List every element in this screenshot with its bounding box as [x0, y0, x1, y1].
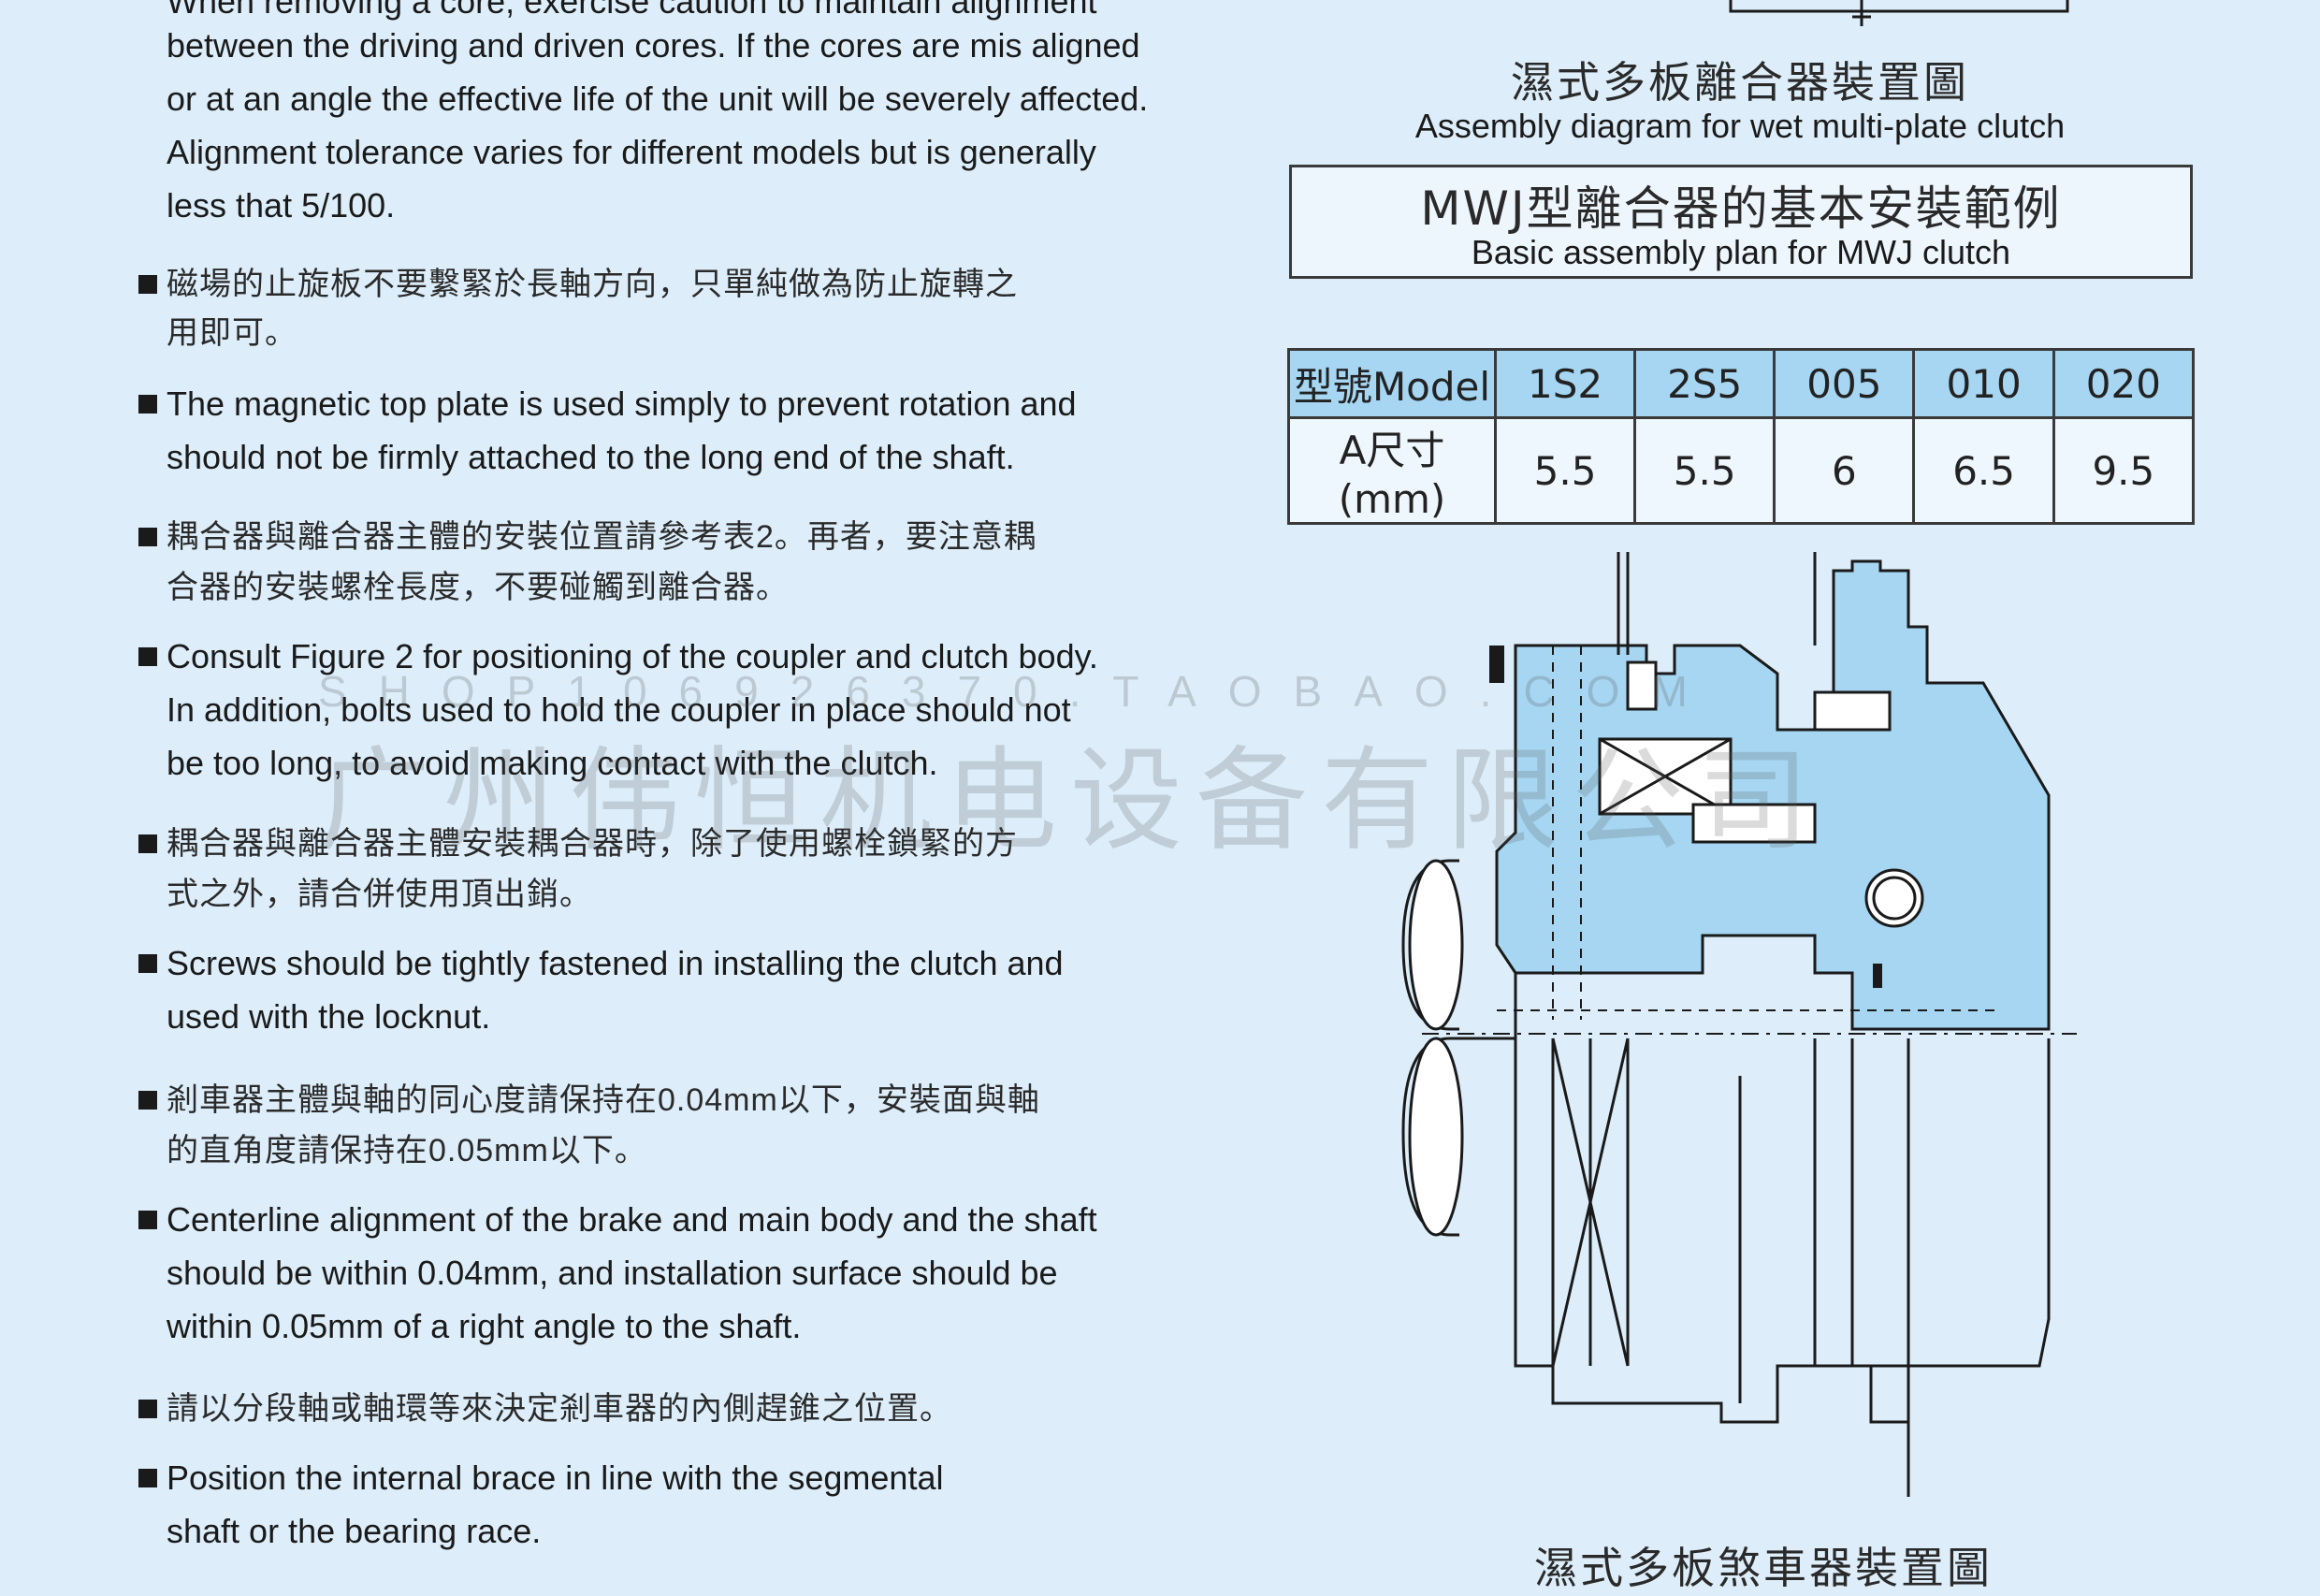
- text-line-2: or at an angle the effective life of the…: [167, 80, 1149, 118]
- text-line-18: 剎車器主體與軸的同心度請保持在0.04mm以下，安裝面與軸: [138, 1080, 1040, 1121]
- text-line-25: shaft or the bearing race.: [167, 1512, 542, 1550]
- text-line-10: 合器的安裝螺栓長度，不要碰觸到離合器。: [167, 570, 789, 605]
- table-cell: 2S5: [1633, 348, 1776, 419]
- text-line-20: Centerline alignment of the brake and ma…: [138, 1199, 1097, 1241]
- text-line-23: 請以分段軸或軸環等來決定剎車器的內側趕錐之位置。: [138, 1388, 952, 1429]
- seal-mark: [1873, 964, 1882, 988]
- text-line-0: When removing a core, exercise caution t…: [167, 0, 1097, 21]
- text-line-13: be too long, to avoid making contact wit…: [167, 744, 938, 782]
- text-line-19: 的直角度請保持在0.05mm以下。: [167, 1133, 647, 1168]
- watermark-company: 广州伟恒机电设备有限公司: [318, 736, 1822, 866]
- table-cell: 6: [1773, 416, 1916, 525]
- text-line-15: 式之外，請合併使用頂出銷。: [167, 877, 592, 912]
- bullet-icon: [138, 647, 157, 666]
- table-cell: 5.5: [1493, 416, 1637, 525]
- bottom-caption-partial: 濕式多板煞車器裝置圖: [1534, 1544, 1993, 1592]
- bullet-icon: [138, 954, 157, 973]
- table-cell: 6.5: [1912, 416, 2055, 525]
- bullet-icon: [138, 528, 157, 546]
- figure-title-zh: 濕式多板離合器裝置圖: [1511, 58, 1969, 107]
- table-cell: 1S2: [1493, 348, 1637, 419]
- table-row: A尺寸(mm) 5.5 5.5 6 6.5 9.5: [1287, 416, 2196, 525]
- text-line-5: 磁場的止旋板不要繫緊於長軸方向，只單純做為防止旋轉之: [138, 264, 1018, 305]
- text-line-21: should be within 0.04mm, and installatio…: [167, 1254, 1058, 1292]
- bullet-icon: [138, 395, 157, 414]
- text-line-16: Screws should be tightly fastened in ins…: [138, 943, 1064, 984]
- bullet-icon: [138, 1091, 157, 1110]
- table-cell: 020: [2052, 348, 2196, 419]
- table-cell: 9.5: [2052, 416, 2196, 525]
- text-line-3: Alignment tolerance varies for different…: [167, 133, 1096, 171]
- text-line-6: 用即可。: [167, 315, 297, 351]
- diagram-lines: [1401, 552, 2077, 1497]
- table-header-row: 型號Model 1S2 2S5 005 010 020: [1287, 348, 2196, 419]
- text-line-22: within 0.05mm of a right angle to the sh…: [167, 1307, 802, 1345]
- bullet-icon: [138, 1469, 157, 1487]
- text-line-1: between the driving and driven cores. If…: [167, 26, 1140, 65]
- plan-box: MWJ型離合器的基本安裝範例 Basic assembly plan for M…: [1289, 165, 2193, 279]
- text-line-24: Position the internal brace in line with…: [138, 1458, 943, 1499]
- table-cell: 型號Model: [1287, 348, 1497, 419]
- plan-title: MWJ型離合器的基本安裝範例: [1420, 181, 2062, 236]
- plan-subtitle: Basic assembly plan for MWJ clutch: [1471, 233, 2011, 271]
- text-line-11: Consult Figure 2 for positioning of the …: [138, 636, 1098, 677]
- table-cell: 005: [1773, 348, 1916, 419]
- spec-table: 型號Model 1S2 2S5 005 010 020 A尺寸(mm) 5.5 …: [1287, 348, 2196, 525]
- bullet-icon: [138, 275, 157, 294]
- watermark-url: SHOP106926370.TAOBAO.COM: [318, 667, 1719, 716]
- bullet-icon: [138, 1400, 157, 1418]
- text-line-17: used with the locknut.: [167, 997, 491, 1036]
- table-cell: 5.5: [1633, 416, 1776, 525]
- seal-mark: [1489, 646, 1504, 683]
- bullet-icon: [138, 834, 157, 853]
- table-cell: A尺寸(mm): [1287, 416, 1497, 525]
- previous-diagram-fragment: [1729, 0, 2069, 26]
- figure-title-en: Assembly diagram for wet multi-plate clu…: [1414, 107, 2066, 145]
- text-line-12: In addition, bolts used to hold the coup…: [167, 690, 1071, 729]
- text-line-7: The magnetic top plate is used simply to…: [138, 384, 1077, 425]
- text-line-9: 耦合器與離合器主體的安裝位置請參考表2。再者，要注意耦: [138, 516, 1037, 558]
- clutch-assembly-diagram: [1401, 552, 2077, 1497]
- text-line-4: less that 5/100.: [167, 186, 396, 225]
- text-line-8: should not be firmly attached to the lon…: [167, 438, 1015, 476]
- table-cell: 010: [1912, 348, 2055, 419]
- text-line-14: 耦合器與離合器主體安裝耦合器時，除了使用螺栓鎖緊的方: [138, 823, 1018, 864]
- bullet-icon: [138, 1211, 157, 1229]
